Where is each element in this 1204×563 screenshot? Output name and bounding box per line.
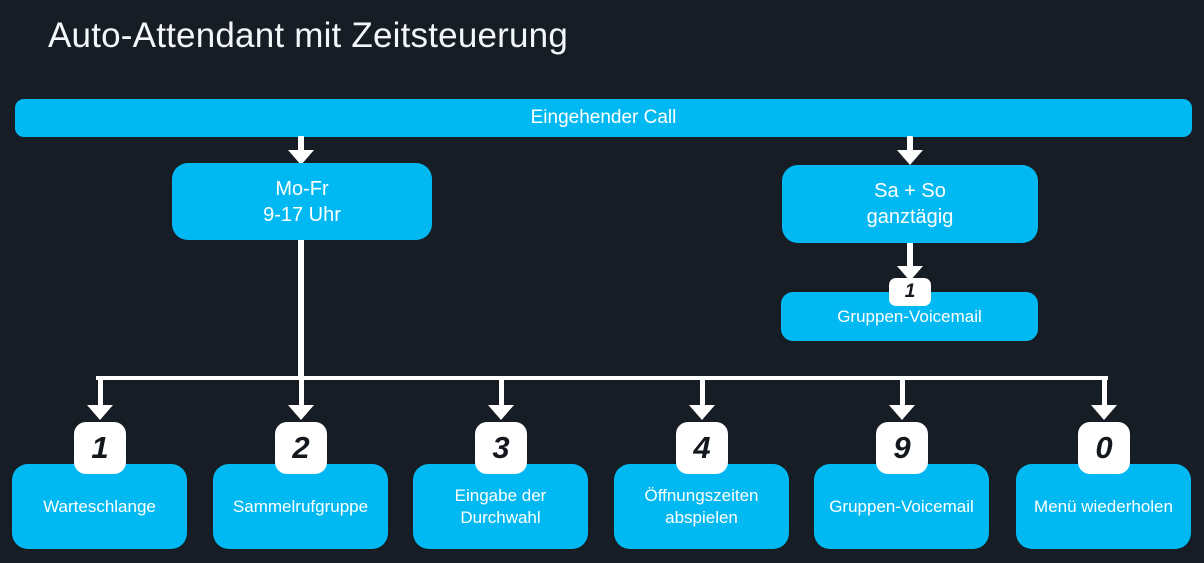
down-arrowhead-icon (288, 405, 314, 420)
down-arrowhead-icon (897, 266, 923, 281)
connector-root-to-weekday (298, 136, 304, 152)
weekday-days-label: Mo-Fr (275, 177, 329, 200)
connector-branch-option-1 (98, 378, 103, 406)
connector-weekend-to-voicemail (907, 243, 913, 268)
node-option-9: Gruppen-Voicemail (814, 464, 989, 549)
connector-branch-option-0 (1102, 378, 1107, 406)
key-badge-9: 9 (876, 422, 928, 474)
connector-root-to-weekend (907, 136, 913, 152)
down-arrowhead-icon (897, 150, 923, 165)
key-badge-0: 0 (1078, 422, 1130, 474)
node-option-2: Sammelrufgruppe (213, 464, 388, 549)
incoming-call-label: Eingehender Call (530, 107, 677, 128)
connector-weekday-trunk (298, 240, 304, 379)
weekday-hours-label: 9-17 Uhr (263, 203, 341, 226)
connector-branch-option-4 (700, 378, 705, 406)
down-arrowhead-icon (87, 405, 113, 420)
node-option-1: Warteschlange (12, 464, 187, 549)
node-incoming-call: Eingehender Call (15, 99, 1192, 137)
weekend-days-label: Sa + So (874, 180, 946, 202)
option-label: Sammelrufgruppe (232, 496, 369, 516)
connector-branch-option-3 (499, 378, 504, 406)
page-title: Auto-Attendant mit Zeitsteuerung (48, 16, 569, 55)
down-arrowhead-icon (889, 405, 915, 420)
down-arrowhead-icon (689, 405, 715, 420)
key-badge-1: 1 (74, 422, 126, 474)
weekend-voicemail-label: Gruppen-Voicemail (837, 306, 982, 326)
weekend-hours-label: ganztägig (866, 206, 954, 228)
connector-branch-option-9 (900, 378, 905, 406)
key-badge-3: 3 (475, 422, 527, 474)
node-weekday-schedule: Mo-Fr 9-17 Uhr (172, 163, 432, 240)
option-label: Öffnungszeiten abspielen (644, 485, 759, 527)
option-label: Eingabe der Durchwahl (454, 485, 547, 527)
connector-branch-option-2 (299, 378, 304, 406)
node-option-4: Öffnungszeiten abspielen (614, 464, 789, 549)
node-option-3: Eingabe der Durchwahl (413, 464, 588, 549)
key-badge-weekend: 1 (889, 278, 931, 306)
down-arrowhead-icon (1091, 405, 1117, 420)
node-weekend-schedule: Sa + So ganztägig (782, 165, 1038, 243)
option-label: Gruppen-Voicemail (829, 496, 974, 516)
down-arrowhead-icon (488, 405, 514, 420)
node-option-0: Menü wiederholen (1016, 464, 1191, 549)
option-label: Menü wiederholen (1034, 496, 1173, 516)
down-arrowhead-icon (288, 150, 314, 165)
key-badge-2: 2 (275, 422, 327, 474)
option-label: Warteschlange (43, 496, 156, 516)
connector-branch-rail (96, 376, 1108, 380)
key-badge-4: 4 (676, 422, 728, 474)
